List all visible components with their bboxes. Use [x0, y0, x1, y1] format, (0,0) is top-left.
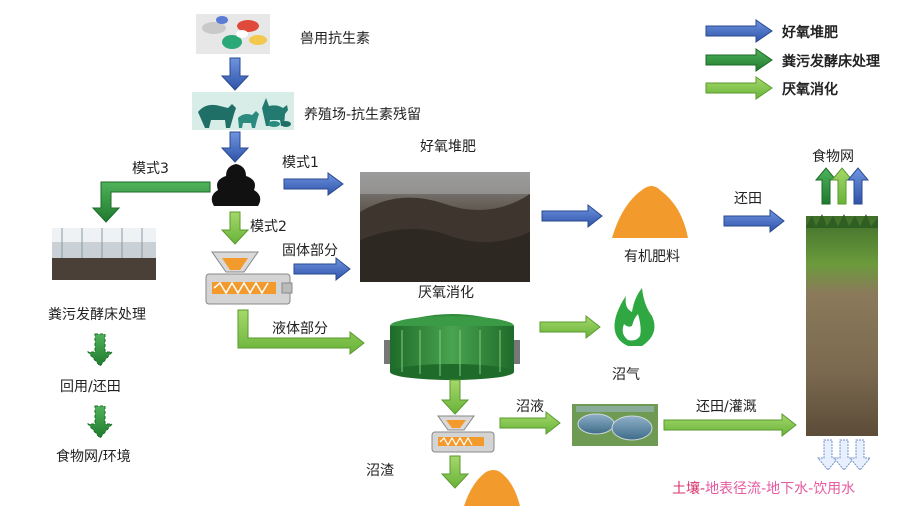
node-fermentation-bed: 粪污发酵床处理 — [48, 307, 146, 323]
node-farm-antibiotic-residue: 养殖场-抗生素残留 — [304, 107, 422, 123]
food-web-arrow-2 — [830, 167, 854, 205]
node-food-web: 食物网 — [812, 149, 854, 165]
leaching-arrow-1 — [816, 439, 840, 471]
chain-sep-3: - — [808, 481, 814, 497]
node-food-web-environment: 食物网/环境 — [56, 449, 131, 465]
label-mode3: 模式3 — [132, 161, 169, 177]
chain-groundwater: 地下水 — [766, 481, 809, 497]
legend-arrow-anaerobic — [705, 76, 773, 100]
node-reuse-return-field: 回用/还田 — [60, 379, 121, 395]
label-mode2: 模式2 — [250, 219, 287, 235]
arrow-farm-to-manure — [220, 131, 250, 163]
node-aerobic-compost: 好氧堆肥 — [420, 139, 476, 155]
soil-profile-image — [806, 214, 878, 436]
arrow-solid-part — [293, 256, 351, 282]
fermentation-bed-image — [52, 228, 156, 280]
leaching-arrow-3 — [848, 439, 872, 471]
arrow-compost-to-fertilizer — [541, 203, 603, 229]
node-organic-fertilizer: 有机肥料 — [624, 249, 680, 265]
legend-label-fermentation-bed: 粪污发酵床处理 — [782, 54, 880, 70]
chain-soil: 土壤 — [672, 481, 700, 497]
food-web-arrow-1 — [814, 167, 838, 205]
arrow-slurry — [499, 410, 561, 436]
label-liquid-part: 液体部分 — [272, 321, 328, 337]
leaching-arrow-2 — [832, 439, 856, 471]
label-biogas-slurry: 沼液 — [516, 399, 544, 415]
legend-arrow-aerobic — [705, 19, 773, 43]
livestock-farm-image — [192, 92, 294, 130]
arrow-mode2 — [220, 211, 250, 245]
chain-surface-runoff: 地表径流 — [705, 481, 762, 497]
arrow-reuse-to-food-env — [86, 405, 114, 439]
aerobic-compost-image — [360, 172, 530, 282]
chain-drinking-water: 饮用水 — [813, 481, 856, 497]
chain-sep-2: - — [761, 481, 767, 497]
biogas-residue-pile-icon — [464, 470, 520, 506]
biogas-flame-icon — [614, 288, 655, 346]
label-solid-part: 固体部分 — [282, 243, 338, 259]
organic-fertilizer-pile-icon — [612, 186, 688, 238]
chain-sep-1: - — [700, 481, 706, 497]
legend-label-anaerobic: 厌氧消化 — [782, 82, 838, 98]
arrow-mode3 — [91, 181, 211, 223]
legend-label-aerobic: 好氧堆肥 — [782, 25, 838, 41]
label-return-field-irrigation: 还田/灌溉 — [696, 399, 757, 415]
node-anaerobic-digestion: 厌氧消化 — [418, 285, 474, 301]
irrigation-pool-image — [572, 404, 658, 446]
label-mode1: 模式1 — [282, 155, 319, 171]
label-return-field: 还田 — [734, 191, 762, 207]
soil-water-chain: 土壤-地表径流-地下水-饮用水 — [672, 478, 855, 498]
arrow-digester-to-biogas — [539, 314, 601, 340]
veterinary-antibiotic-image — [196, 14, 270, 54]
arrow-return-field — [723, 208, 785, 234]
legend-arrow-fermentation-bed — [705, 48, 773, 72]
arrow-antibiotic-to-farm — [220, 57, 250, 91]
node-veterinary-antibiotic: 兽用抗生素 — [300, 31, 370, 47]
residue-separator-icon — [431, 415, 495, 453]
arrow-return-field-irrigate — [663, 412, 797, 438]
arrow-digester-to-residue-separator — [440, 379, 470, 415]
anaerobic-digester-tank-icon — [384, 314, 520, 380]
solid-liquid-separator-icon — [205, 251, 293, 305]
node-biogas-residue: 沼渣 — [366, 463, 394, 479]
manure-pile-icon — [211, 164, 261, 206]
arrow-liquid-part — [237, 309, 365, 356]
food-web-arrow-3 — [846, 167, 870, 205]
arrow-mode1 — [283, 172, 344, 196]
arrow-fermentation-to-reuse — [86, 333, 114, 367]
arrow-to-residue — [440, 455, 470, 489]
node-biogas: 沼气 — [612, 367, 640, 383]
